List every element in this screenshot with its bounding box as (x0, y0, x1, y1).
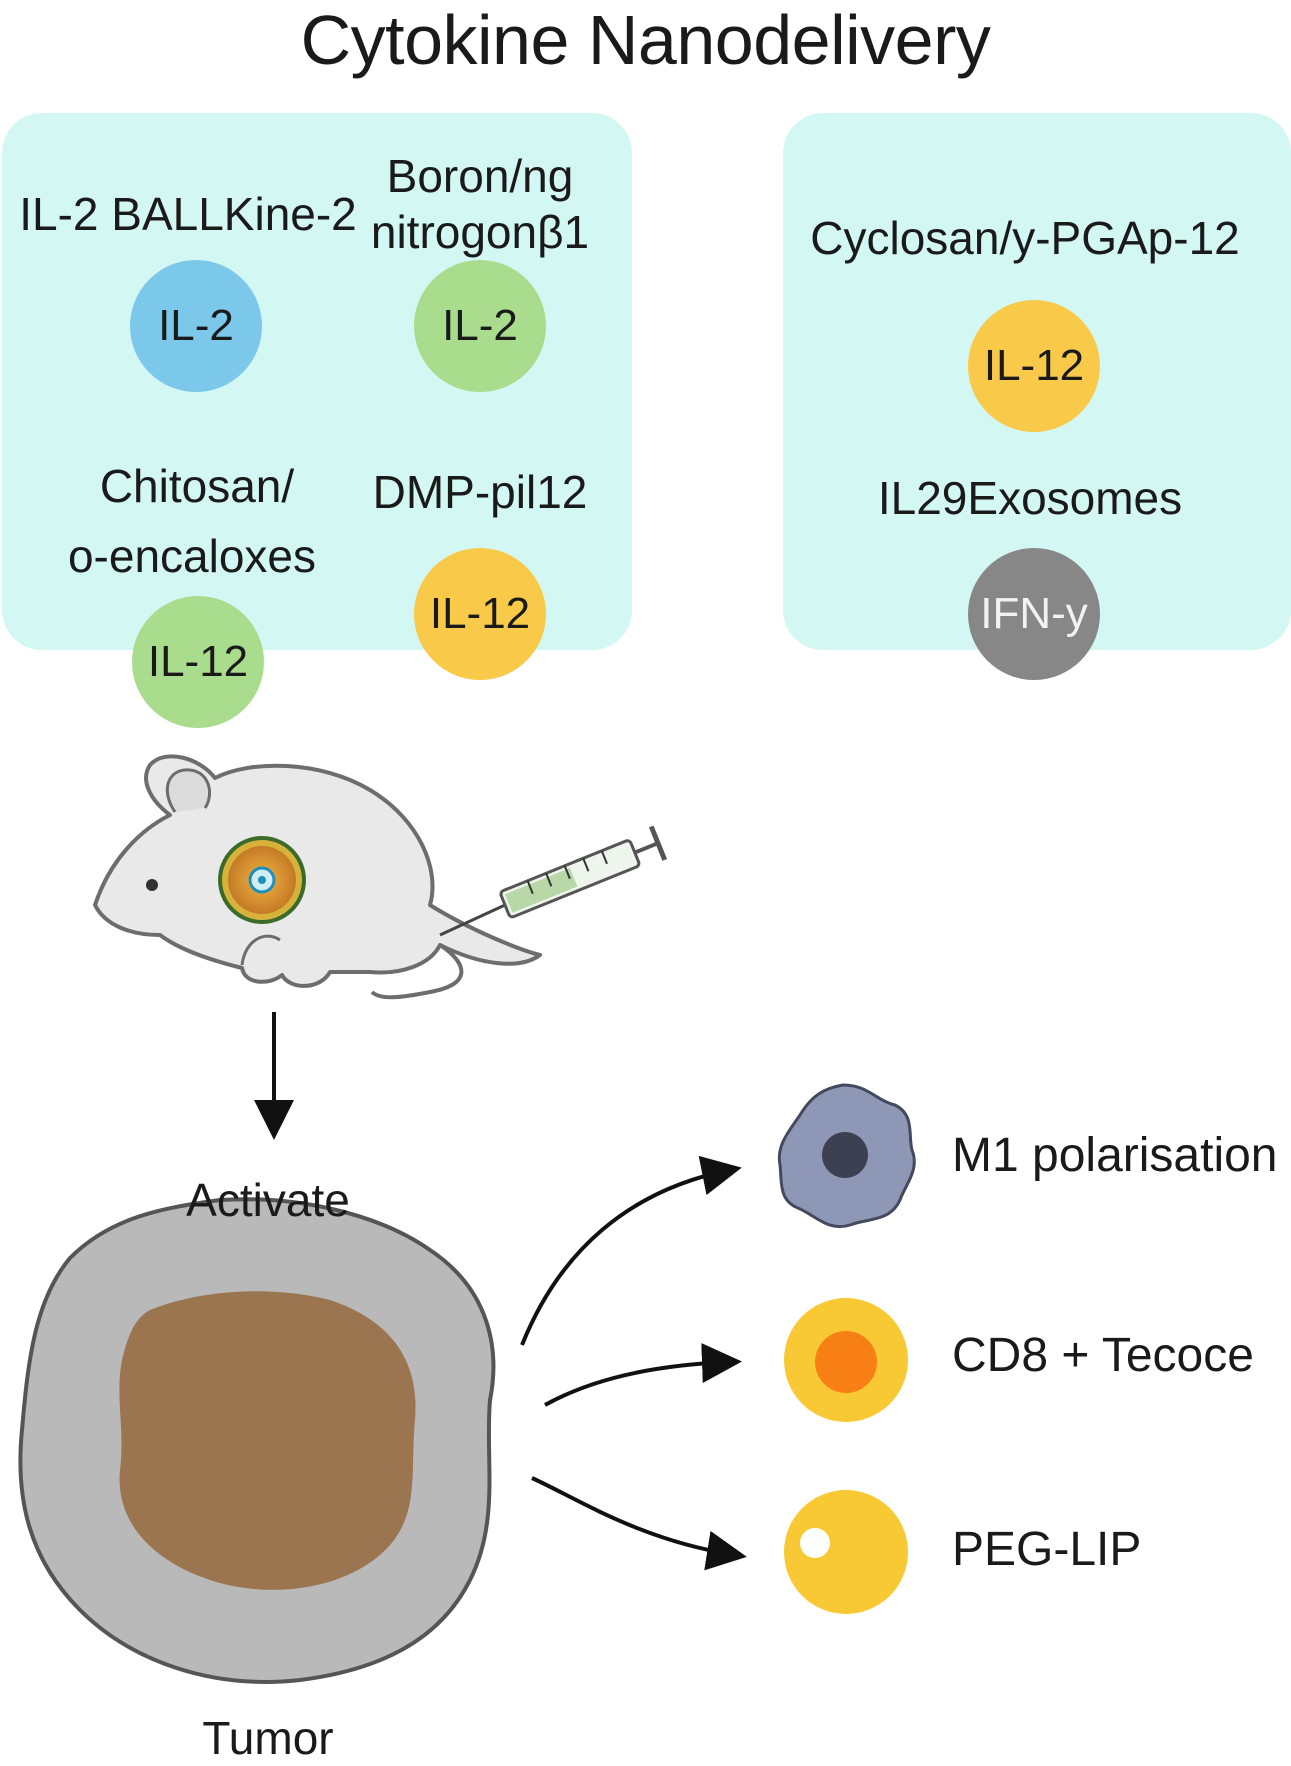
liposome-icon (784, 1490, 908, 1614)
mouse-illustration (93, 754, 542, 1000)
il12-cytokine-bubble: IL-12 (968, 300, 1100, 432)
carrier-label: IL29Exosomes (877, 472, 1183, 524)
left-delivery-panel (2, 113, 632, 650)
syringe-icon (439, 825, 668, 937)
ifn-gamma-cytokine-bubble: IFN-y (968, 548, 1100, 680)
arrow-to-cd8 (544, 1343, 742, 1407)
outcome-label-cd8: CD8 + Tecoce (952, 1329, 1254, 1382)
il12-cytokine-bubble: IL-12 (132, 596, 264, 728)
carrier-label: DMP-pil12 (372, 466, 588, 518)
tumor-illustration (18, 1197, 496, 1684)
carrier-label: Cyclosan/y-PGAp-12 (810, 212, 1240, 264)
il2-cytokine-bubble: IL-2 (130, 260, 262, 392)
carrier-label: o-encaloxes (67, 530, 317, 582)
outcome-label-m1: M1 polarisation (952, 1129, 1278, 1182)
carrier-label: Boron/ng (386, 150, 574, 202)
activate-label: Activate (186, 1174, 350, 1226)
il12-cytokine-bubble: IL-12 (414, 548, 546, 680)
arrow-to-m1 (520, 1155, 742, 1346)
t-cell-icon (784, 1298, 908, 1422)
il2-cytokine-bubble: IL-2 (414, 260, 546, 392)
diagram-title: Cytokine Nanodelivery (300, 1, 991, 79)
outcome-label-peg: PEG-LIP (952, 1523, 1142, 1576)
tumor-label: Tumor (202, 1712, 334, 1764)
macrophage-icon (777, 1083, 916, 1229)
carrier-label: IL-2 BALLKine-2 (19, 188, 357, 240)
arrow-to-peg (531, 1476, 747, 1571)
carrier-label: Chitosan/ (99, 460, 295, 512)
carrier-label: nitrogonβ1 (370, 206, 590, 258)
